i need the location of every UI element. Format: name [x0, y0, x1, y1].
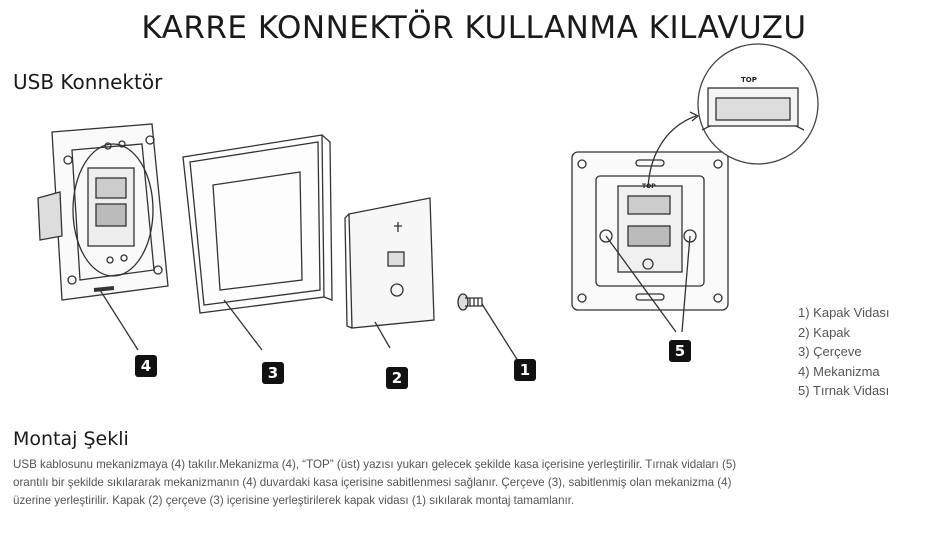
installation-description: USB kablosunu mekanizmaya (4) takılır.Me…: [13, 456, 935, 510]
legend-item: 2) Kapak: [798, 324, 851, 340]
installed-mechanism-illustration: [571, 111, 729, 333]
assembly-diagram: TOP TOP: [37, 43, 819, 365]
frame-illustration: [182, 134, 333, 351]
cover-illustration: [344, 197, 435, 349]
top-detail-zoom: [697, 43, 819, 165]
top-label-mechanism: TOP: [642, 183, 656, 190]
mechanism-illustration: [37, 123, 169, 351]
legend-item: 5) Tırnak Vidası: [798, 383, 890, 398]
callout-mechanism: 4: [135, 355, 157, 377]
screw-illustration: [457, 293, 521, 365]
legend-item: 3) Çerçeve: [798, 344, 862, 359]
legend-item: 4) Mekanizma: [798, 363, 880, 379]
callout-screw: 1: [514, 359, 536, 381]
product-subtitle: USB Konnektör: [13, 70, 163, 94]
parts-legend: 1) Kapak Vidası 2) Kapak 3) Çerçeve 4) M…: [798, 303, 890, 401]
callout-cover: 2: [386, 367, 408, 389]
page-title: KARRE KONNEKTÖR KULLANMA KILAVUZU: [141, 10, 807, 46]
section-title: Montaj Şekli: [13, 428, 129, 450]
callout-frame: 3: [262, 362, 284, 384]
description-line: üzerine yerleştirilir. Kapak (2) çerçeve…: [13, 494, 575, 507]
description-line: USB kablosunu mekanizmaya (4) takılır.Me…: [13, 458, 737, 471]
legend-item: 1) Kapak Vidası: [798, 305, 890, 320]
callout-claw-screw: 5: [669, 340, 691, 362]
description-line: orantılı bir şekilde sıkılararak mekaniz…: [13, 476, 732, 489]
top-label-zoom: TOP: [741, 76, 757, 84]
